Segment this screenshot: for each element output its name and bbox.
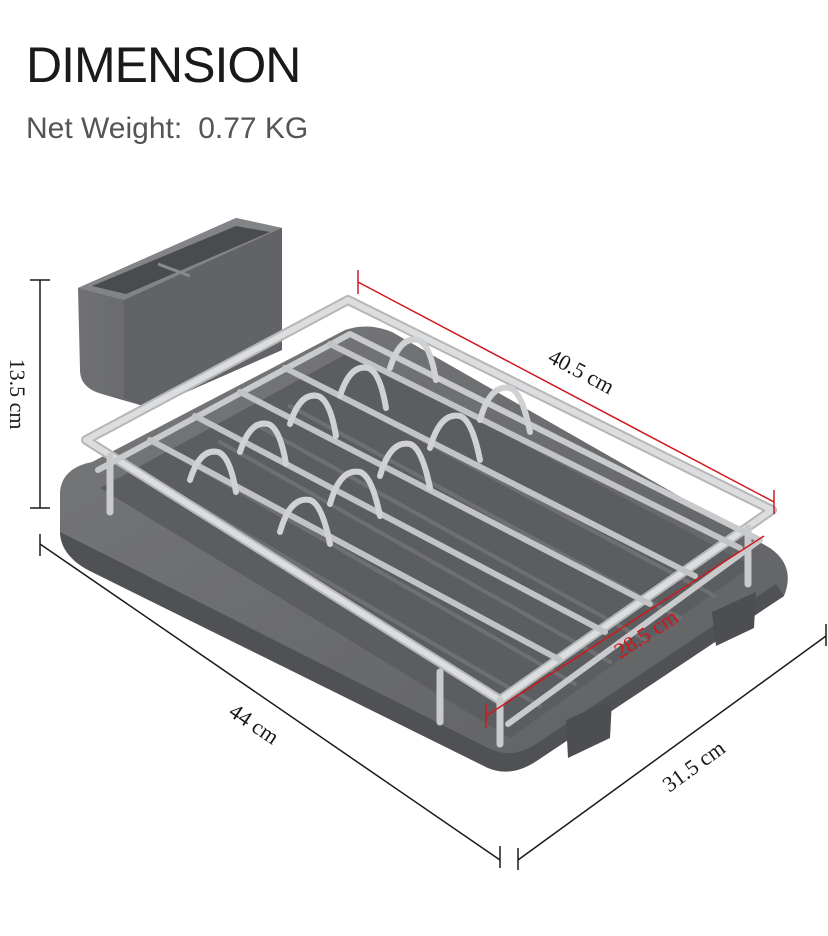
- rack-length-dimension: [357, 270, 775, 514]
- rack-length-label: 40.5 cm: [544, 344, 618, 399]
- height-dimension: [30, 279, 50, 509]
- width-label: 31.5 cm: [658, 735, 730, 797]
- utensil-holder: [78, 218, 282, 408]
- metal-rack: [81, 295, 777, 748]
- height-label: 13.5 cm: [5, 359, 30, 430]
- rack-width-dimension: [485, 535, 765, 728]
- net-weight-label: Net Weight:: [26, 112, 183, 145]
- length-dimension: [39, 534, 501, 868]
- net-weight-value: 0.77 KG: [198, 112, 309, 145]
- page-title: DIMENSION: [26, 37, 301, 93]
- width-dimension: [517, 624, 827, 870]
- net-weight: Net Weight: 0.77 KG: [26, 114, 308, 144]
